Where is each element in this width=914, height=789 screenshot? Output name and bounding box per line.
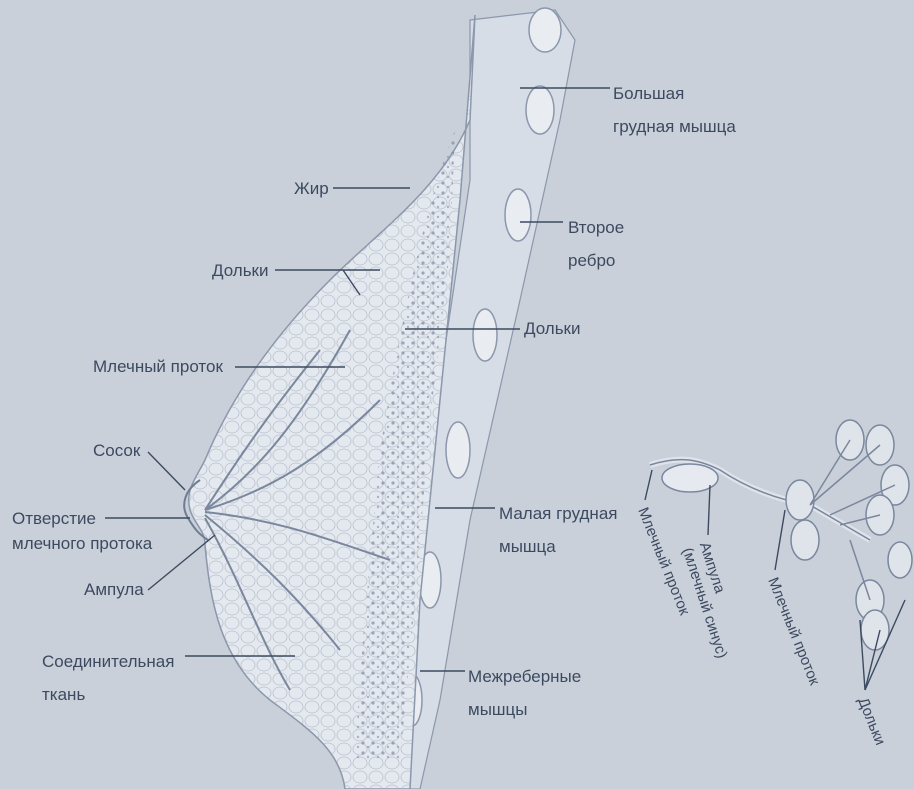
label-ampulla: Ампула	[84, 579, 144, 601]
label-lobules-left: Дольки	[212, 260, 269, 282]
label-lobules-right: Дольки	[524, 318, 581, 340]
label-milk-duct: Млечный проток	[93, 356, 223, 378]
label-intercostal: Межреберные мышцы	[468, 660, 581, 726]
label-second-rib: Второе ребро	[568, 211, 624, 277]
label-connective-tissue: Соединительная ткань	[42, 645, 174, 711]
label-duct-opening: Отверстие млечного протока	[12, 506, 152, 556]
label-pec-major: Большая грудная мышца	[613, 77, 736, 143]
label-pec-minor: Малая грудная мышца	[499, 497, 617, 563]
label-fat: Жир	[294, 178, 329, 200]
label-nipple: Сосок	[93, 440, 140, 462]
